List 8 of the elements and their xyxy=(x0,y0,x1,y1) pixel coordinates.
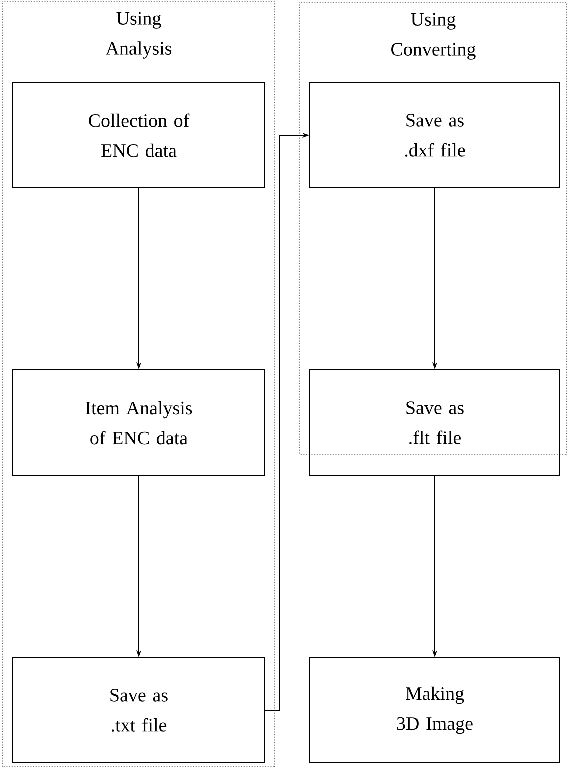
process-box: Save as .dxf file xyxy=(310,82,560,188)
process-box: Save as .flt file xyxy=(310,370,560,476)
process-box: Save as .txt file xyxy=(12,658,266,764)
process-box: Making 3D Image xyxy=(310,658,560,764)
process-box: Collection of ENC data xyxy=(12,82,266,188)
group-heading: Using Analysis xyxy=(106,12,172,59)
process-box: Item Analysis of ENC data xyxy=(12,370,266,476)
group-heading: Using Converting xyxy=(392,13,476,60)
